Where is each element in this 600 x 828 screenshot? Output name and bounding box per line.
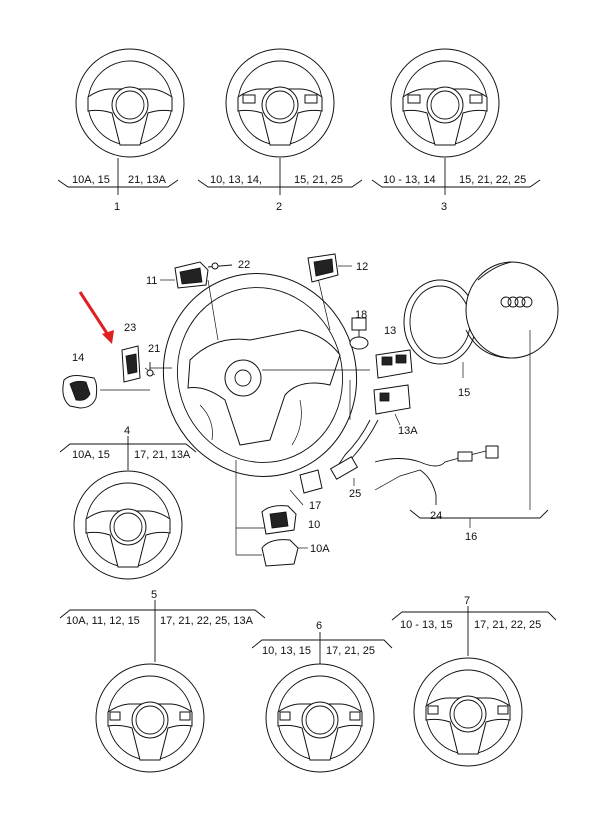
part-13a-control-panel xyxy=(373,384,411,426)
part-13-control-panel xyxy=(375,349,413,379)
callout-15: 15 xyxy=(458,387,470,399)
callout-23: 23 xyxy=(124,322,136,334)
part-16-bracket xyxy=(409,330,549,528)
variant-7-right-refs: 17, 21, 22, 25 xyxy=(474,619,541,631)
callout-12: 12 xyxy=(356,261,368,273)
variant-6-left-refs: 10, 13, 15 xyxy=(262,645,311,657)
variant-2-number: 2 xyxy=(276,201,282,213)
variant-2-right-refs: 15, 21, 25 xyxy=(294,174,343,186)
variant-5-left-refs: 10A, 11, 12, 15 xyxy=(66,615,140,627)
variant-3-bracket xyxy=(371,158,541,195)
part-21-screw xyxy=(146,362,154,377)
variant-4-left-refs: 10A, 15 xyxy=(72,449,110,461)
leader-lines xyxy=(100,277,370,556)
variant-6-number: 6 xyxy=(316,620,322,632)
part-14-trim xyxy=(62,375,98,409)
main-steering-wheel xyxy=(162,273,358,477)
variant-3-wheel xyxy=(390,48,500,158)
variant-6-right-refs: 17, 21, 25 xyxy=(326,645,375,657)
callout-11: 11 xyxy=(146,275,157,287)
variant-2-bracket xyxy=(197,158,363,195)
part-18-bushing xyxy=(349,317,369,350)
variant-6-bracket xyxy=(251,632,393,664)
part-10-button-panel xyxy=(261,505,297,535)
callout-10a: 10A xyxy=(310,543,330,555)
callout-22: 22 xyxy=(238,259,250,271)
part-22-screw xyxy=(207,262,233,270)
variant-7-number: 7 xyxy=(464,595,470,607)
variant-6-wheel xyxy=(265,663,375,773)
variant-2-wheel xyxy=(225,48,335,158)
variant-7-left-refs: 10 - 13, 15 xyxy=(400,619,453,631)
part-23-clip xyxy=(121,345,141,383)
highlight-arrow xyxy=(78,291,114,344)
variant-3-right-refs: 15, 21, 22, 25 xyxy=(459,174,526,186)
part-17-cover xyxy=(299,469,323,494)
audi-rings-logo xyxy=(500,296,533,308)
variant-4-wheel xyxy=(73,470,183,580)
variant-7-bracket xyxy=(391,606,557,656)
variant-5-wheel xyxy=(95,663,205,773)
part-10a-button-panel xyxy=(261,539,308,567)
part-11-switch xyxy=(160,261,209,289)
variant-7-wheel xyxy=(413,657,523,767)
callout-21: 21 xyxy=(148,343,160,355)
variant-4-number: 4 xyxy=(124,425,130,437)
variant-1-wheel xyxy=(75,48,185,158)
callout-24: 24 xyxy=(430,510,442,522)
part-12-switch xyxy=(307,253,352,283)
callout-14: 14 xyxy=(72,352,84,364)
part-15-airbag xyxy=(403,261,559,378)
callout-13a: 13A xyxy=(398,425,418,437)
variant-1-bracket xyxy=(57,158,179,195)
variant-1-right-refs: 21, 13A xyxy=(128,174,167,186)
variant-1-number: 1 xyxy=(114,201,120,213)
variant-5-right-refs: 17, 21, 22, 25, 13A xyxy=(160,615,254,627)
variant-5-number: 5 xyxy=(151,589,157,601)
callout-13: 13 xyxy=(384,325,396,337)
callout-17: 17 xyxy=(309,500,321,512)
variant-3-left-refs: 10 - 13, 14 xyxy=(383,174,436,186)
variant-4-right-refs: 17, 21, 13A xyxy=(134,449,191,461)
callout-16: 16 xyxy=(465,531,477,543)
variant-3-number: 3 xyxy=(441,201,447,213)
variant-1-left-refs: 10A, 15 xyxy=(72,174,110,186)
callout-10: 10 xyxy=(308,519,320,531)
variant-4-bracket xyxy=(59,436,197,470)
variant-5-bracket xyxy=(59,600,266,662)
part-24-cable xyxy=(374,445,499,505)
variant-2-left-refs: 10, 13, 14, xyxy=(210,174,262,186)
callout-25: 25 xyxy=(349,488,361,500)
callout-18: 18 xyxy=(355,309,367,321)
part-25-wiring xyxy=(329,419,379,486)
